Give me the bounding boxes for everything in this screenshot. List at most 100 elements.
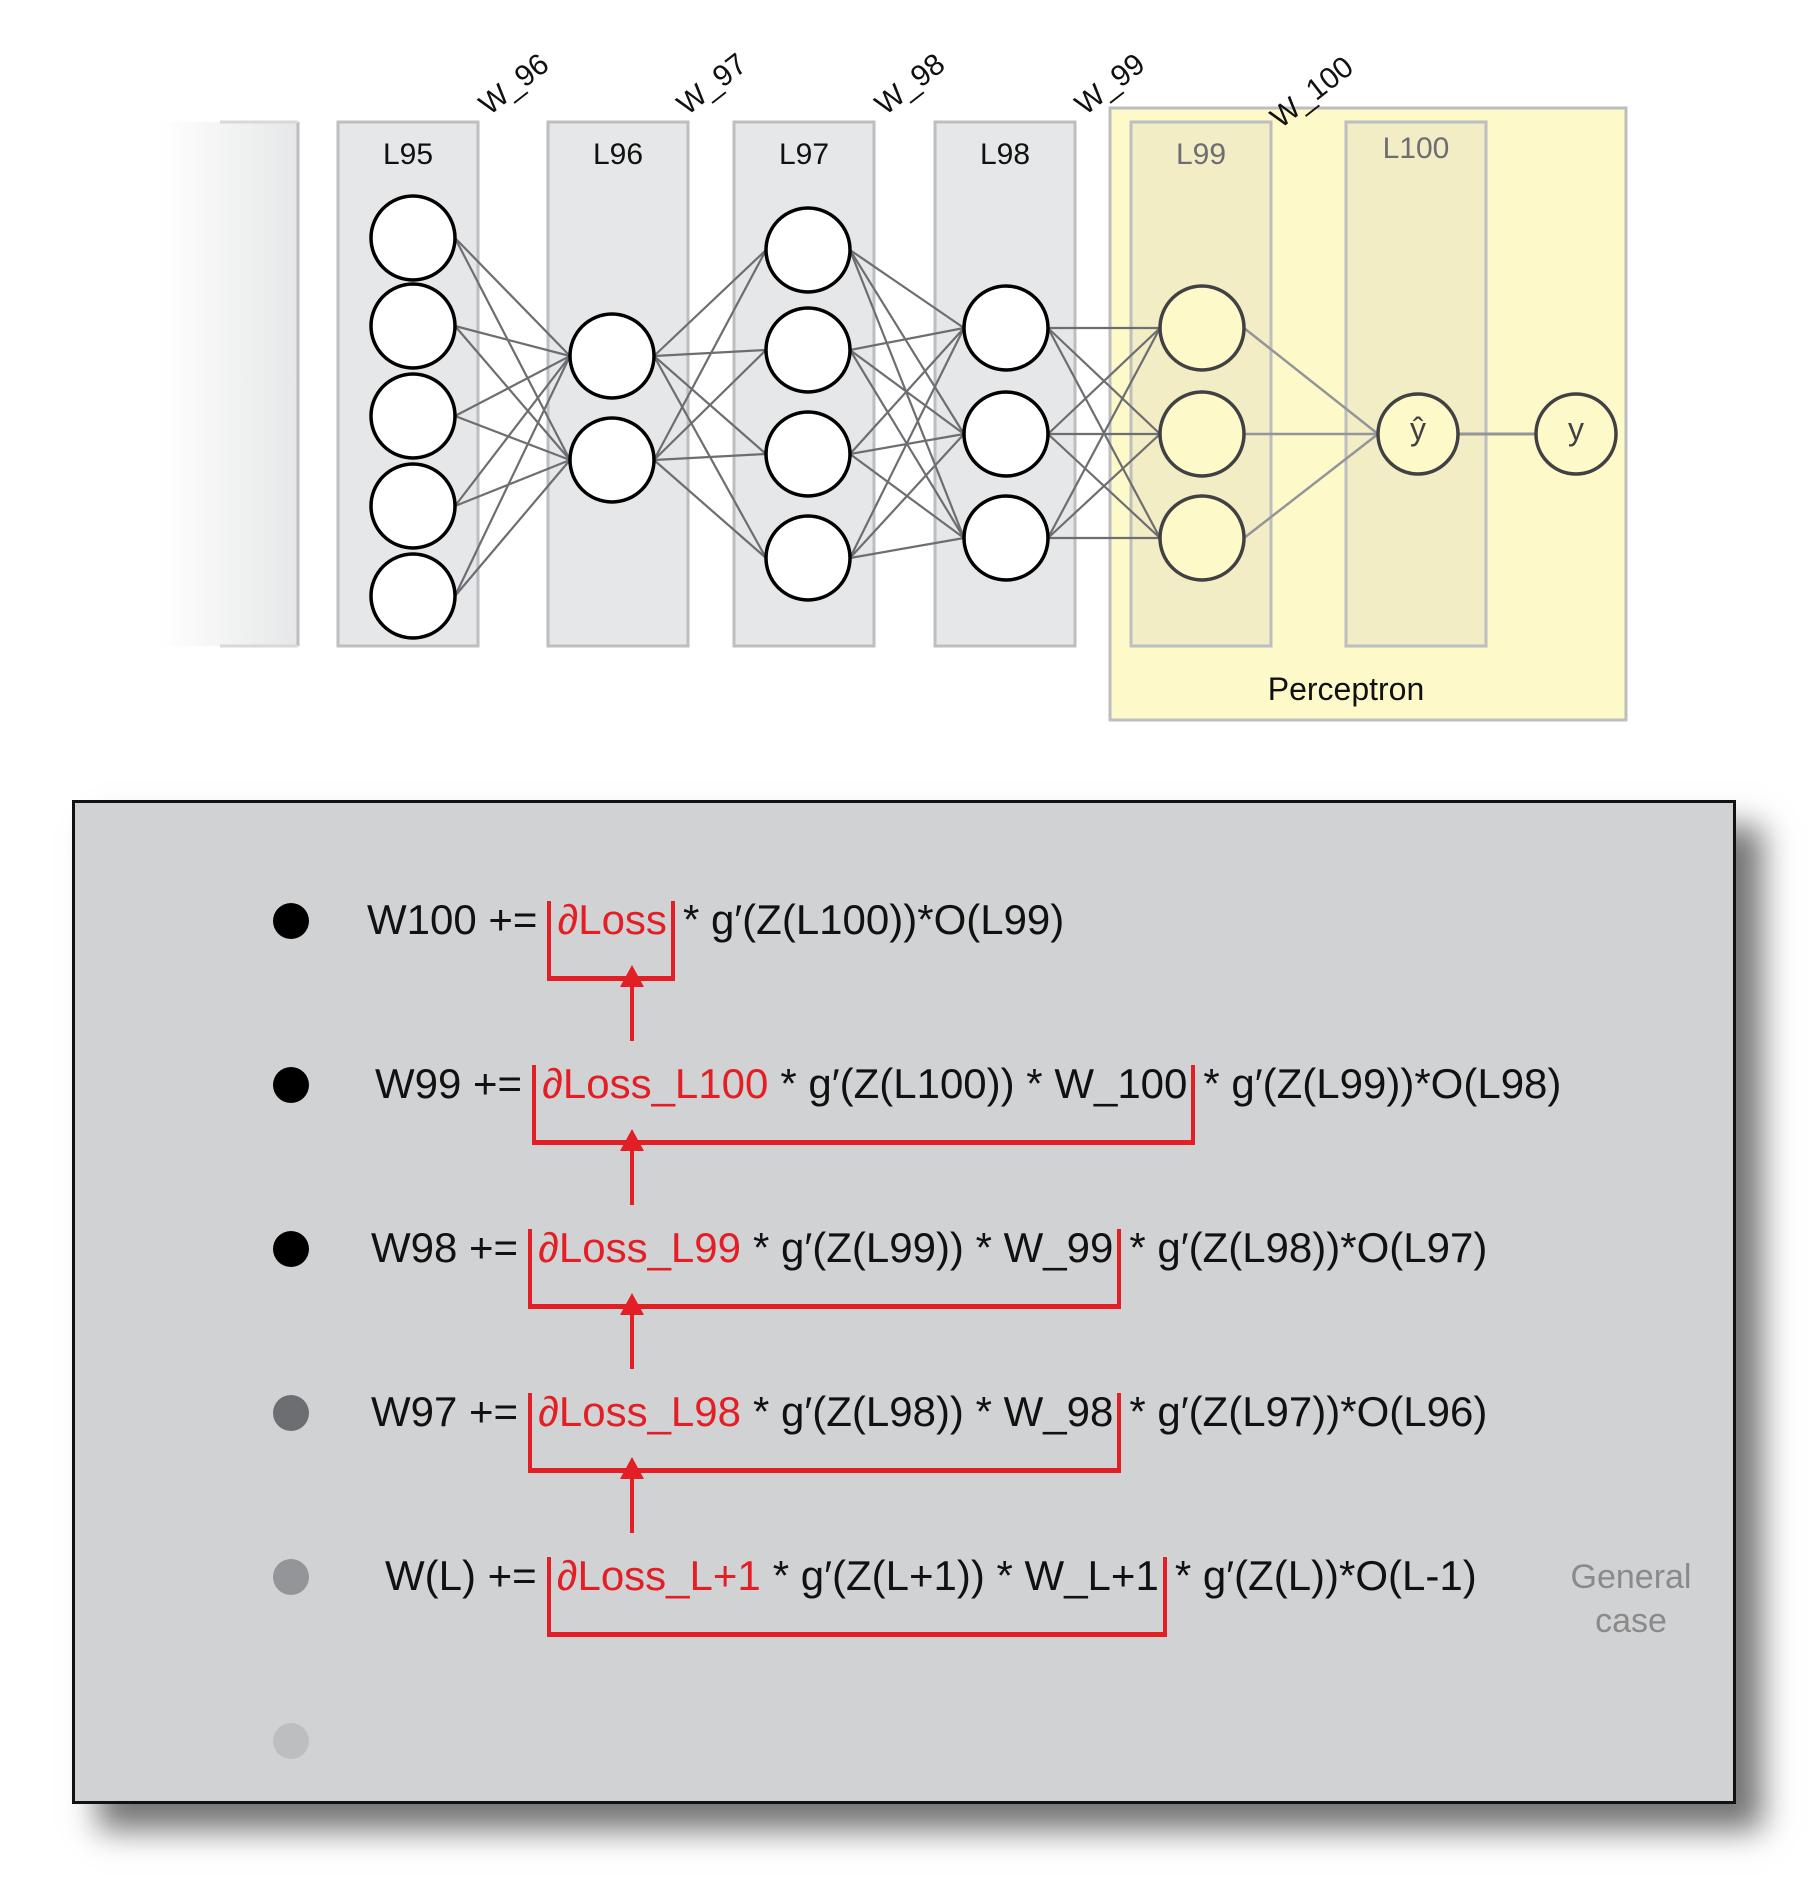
neuron-node xyxy=(1158,284,1246,372)
bracket-factor: * g′(Z(L+1)) * W_L+1 xyxy=(772,1552,1159,1599)
bracket-factor: * g′(Z(L98)) * W_98 xyxy=(753,1388,1114,1435)
weight-update-equation: W99 +=∂Loss_L100* g′(Z(L100)) * W_100* g… xyxy=(375,1060,1562,1145)
neuron-node xyxy=(764,206,852,294)
connection-edge xyxy=(849,433,965,559)
equation-rest: * g′(Z(L))*O(L-1) xyxy=(1174,1552,1477,1599)
connection-edge xyxy=(454,459,571,597)
neuron-node xyxy=(764,306,852,394)
equation-bullet xyxy=(273,1395,309,1431)
connection-edge xyxy=(454,355,571,507)
backprop-arrow xyxy=(620,965,644,1041)
equation-rest: * g′(Z(L99))*O(L98) xyxy=(1203,1060,1562,1107)
neuron-node xyxy=(962,284,1050,372)
equation-rest: * g′(Z(L100))*O(L99) xyxy=(682,896,1065,943)
layer-label-l95: L95 xyxy=(383,138,433,171)
equation-rest: * g′(Z(L97))*O(L96) xyxy=(1129,1388,1488,1435)
equation-lhs: W97 += xyxy=(371,1388,519,1435)
prediction-node xyxy=(1376,392,1460,476)
gradient-term: ∂Loss_L+1 xyxy=(556,1552,761,1599)
neuron-node xyxy=(369,552,457,640)
connection-edge xyxy=(454,458,571,508)
backprop-arrow xyxy=(620,1293,644,1369)
neuron-node xyxy=(369,282,457,370)
layer-box-l100 xyxy=(1344,120,1488,648)
gradient-term: ∂Loss_L98 xyxy=(538,1388,741,1435)
equation-bullet xyxy=(273,903,309,939)
neuron-node xyxy=(369,462,457,550)
weight-update-equation: W(L) +=∂Loss_L+1* g′(Z(L+1)) * W_L+1* g′… xyxy=(385,1552,1477,1637)
connection-edge xyxy=(848,249,966,539)
connection-edge xyxy=(849,249,965,435)
weight-update-equation: W97 += ∂Loss_L98 * g′(Z(L98)) * W_98 * g′(Z… xyxy=(371,1388,1488,1473)
connection-edge xyxy=(454,324,571,358)
layer-label-l100: L100 xyxy=(1383,132,1450,165)
equation-bullet xyxy=(273,1067,309,1103)
neuron-node xyxy=(962,390,1050,478)
bracket-factor: * g′(Z(L100)) * W_100 xyxy=(780,1060,1188,1107)
gradient-bracket: ∂Loss_L+1* g′(Z(L+1)) * W_L+1 xyxy=(546,1552,1167,1637)
weight-update-equation: W98 += ∂Loss_L99 * g′(Z(L99)) * W_99 * g′(Z… xyxy=(371,1224,1488,1309)
bracket-factor: * g′(Z(L99)) * W_99 xyxy=(753,1224,1114,1271)
connection-edge xyxy=(653,452,767,462)
equation-bullet xyxy=(273,1559,309,1595)
equation-lhs: W100 += xyxy=(367,896,538,943)
connection-edge xyxy=(1047,327,1161,435)
equation-lhs: W(L) += xyxy=(385,1552,537,1599)
neuron-node xyxy=(568,416,656,504)
connection-edge xyxy=(454,414,571,462)
connection-edge xyxy=(653,249,767,461)
equation-lhs: W98 += xyxy=(371,1224,519,1271)
network-diagram: Perceptron L95 L96 L97 L98 L99 L100 ŷ y W_96 W_… xyxy=(160,47,1628,722)
neuron-node xyxy=(1158,390,1246,478)
gradient-term: ∂Loss_L100 xyxy=(542,1060,769,1107)
connection-edge xyxy=(1243,327,1379,435)
weight-label-w98: W_98 xyxy=(869,47,951,121)
backprop-arrow xyxy=(620,1129,644,1205)
connection-edge xyxy=(454,355,571,597)
weight-label-w96: W_96 xyxy=(473,47,555,121)
layer-box-l98 xyxy=(933,120,1077,648)
empty-bullet xyxy=(273,1723,309,1759)
connection-edge xyxy=(454,237,571,461)
gradient-bracket: ∂Loss_L100* g′(Z(L100)) * W_100 xyxy=(532,1060,1196,1145)
layer-label-l99: L99 xyxy=(1176,138,1226,171)
weight-update-equation: W100 += ∂Loss * g′(Z(L100))*O(L99) xyxy=(367,896,1065,981)
layer-label-l98: L98 xyxy=(980,138,1030,171)
equation-bullet xyxy=(273,1231,309,1267)
connection-edge xyxy=(849,327,965,455)
target-node xyxy=(1534,392,1618,476)
layer-label-l96: L96 xyxy=(593,138,643,171)
gradient-bracket: ∂Loss_L98 * g′(Z(L98)) * W_98 xyxy=(528,1388,1122,1473)
connection-edge xyxy=(653,249,767,357)
perceptron-label: Perceptron xyxy=(1268,671,1425,707)
connection-edge xyxy=(849,326,965,352)
connection-edge xyxy=(1243,433,1379,539)
equation-lhs: W99 += xyxy=(375,1060,523,1107)
connection-edge xyxy=(849,249,965,329)
general-case-label: General case xyxy=(1570,1558,1692,1640)
neuron-node xyxy=(764,410,852,498)
connection-edge xyxy=(454,237,571,357)
connection-edge xyxy=(454,355,571,417)
neuron-node xyxy=(764,514,852,602)
connection-edge xyxy=(1047,327,1161,539)
connection-edge xyxy=(1047,433,1161,539)
connection-edge xyxy=(653,349,767,461)
connection-edge xyxy=(653,459,767,559)
equation-rest: * g′(Z(L98))*O(L97) xyxy=(1129,1224,1488,1271)
gradient-term: ∂Loss xyxy=(557,896,667,943)
layer-label-l97: L97 xyxy=(779,138,829,171)
gradient-bracket: ∂Loss xyxy=(547,896,676,981)
connection-edge xyxy=(849,536,965,560)
gradient-bracket: ∂Loss_L99 * g′(Z(L99)) * W_99 xyxy=(528,1224,1122,1309)
neuron-node xyxy=(1158,494,1246,582)
connection-edge xyxy=(454,325,571,461)
target-node-label: y xyxy=(1568,411,1584,447)
neuron-node xyxy=(568,312,656,400)
prediction-node-label: ŷ xyxy=(1410,411,1426,447)
neuron-node xyxy=(369,372,457,460)
neuron-node xyxy=(369,194,457,282)
connection-edge xyxy=(849,327,965,559)
equations-panel: W100 +=∂Loss* g′(Z(L100))*O(L99)W99 +=∂L… xyxy=(72,800,1736,1804)
gradient-term: ∂Loss_L99 xyxy=(538,1224,741,1271)
